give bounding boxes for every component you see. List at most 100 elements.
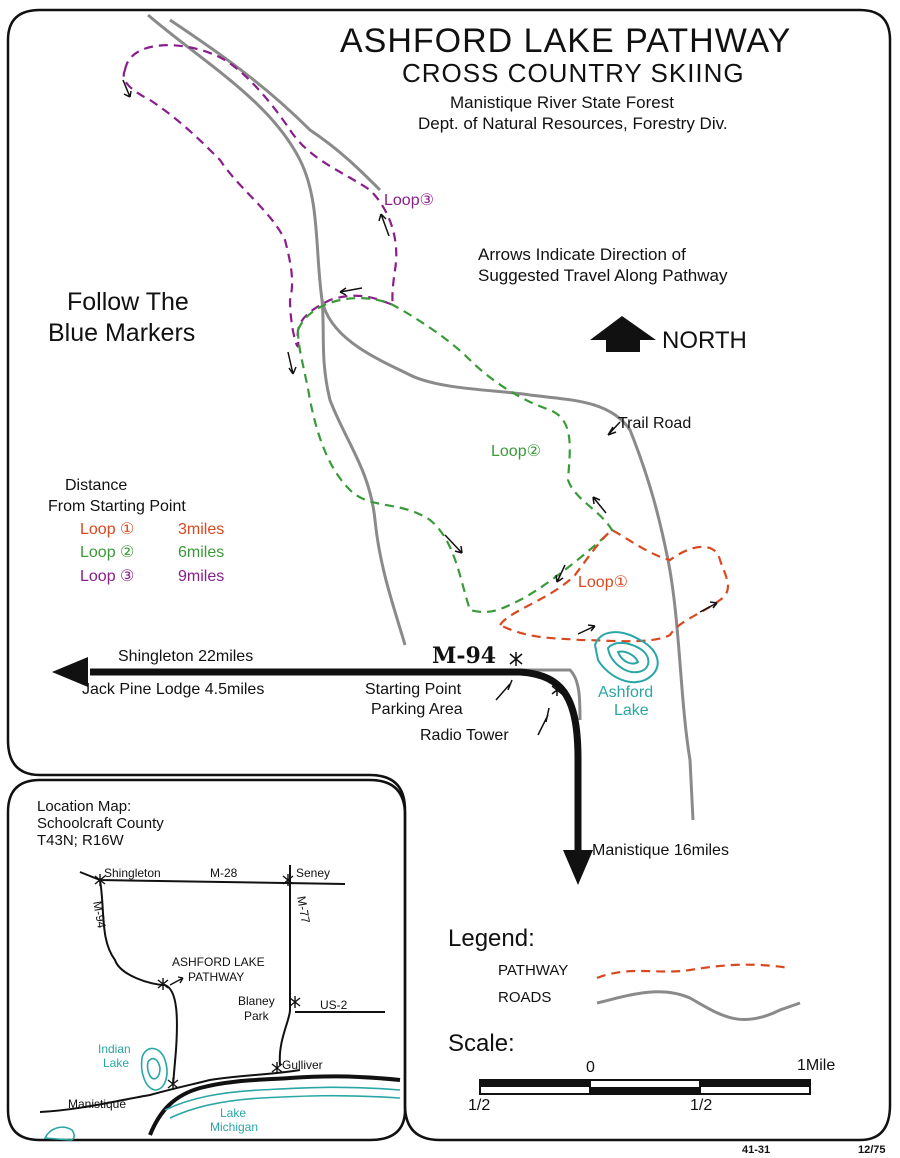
inset-lake-michigan-line1: Lake — [220, 1106, 247, 1120]
loop1-path — [498, 528, 730, 643]
distance-loop1-name: Loop ① — [80, 521, 135, 538]
forest-name: Manistique River State Forest — [450, 93, 674, 112]
arrows-note-line1: Arrows Indicate Direction of — [478, 245, 686, 264]
inset-small-lake — [43, 1126, 75, 1141]
road-parking — [520, 668, 582, 721]
direction-arrow — [122, 79, 132, 98]
map-star-markers — [495, 652, 563, 736]
direction-arrow — [577, 624, 596, 635]
inset-title-line2: Schoolcraft County — [37, 815, 164, 832]
direction-arrow — [339, 287, 363, 296]
radio-tower-star — [551, 684, 563, 696]
inset-title-line1: Location Map: — [37, 798, 132, 815]
jack-pine-direction: Jack Pine Lodge 4.5miles — [82, 681, 265, 698]
distance-loop3-name: Loop ③ — [80, 568, 135, 585]
trail-road-label: Trail Road — [618, 415, 692, 432]
north-label: NORTH — [662, 327, 747, 354]
inset-blaney-line2: Park — [244, 1009, 269, 1023]
west-arrow-head — [52, 657, 88, 687]
inset-shingleton: Shingleton — [104, 866, 161, 880]
inset-map-frame — [6, 778, 407, 1142]
inset-m94 — [99, 879, 178, 1086]
legend-pathway-label: PATHWAY — [498, 962, 569, 979]
manistique-direction: Manistique 16miles — [592, 842, 729, 859]
radio-tower-label: Radio Tower — [420, 727, 509, 744]
distance-heading-line1: Distance — [65, 477, 128, 494]
direction-arrow — [555, 564, 566, 583]
parking-area-label: Parking Area — [371, 701, 463, 718]
inset-pathway-line1: ASHFORD LAKE — [172, 955, 265, 969]
follow-markers-line2: Blue Markers — [48, 319, 196, 347]
direction-arrows — [122, 79, 718, 635]
loop3-label: Loop③ — [384, 192, 434, 209]
road-spur — [169, 18, 382, 192]
inset-us2-label: US-2 — [320, 998, 348, 1012]
dept-name: Dept. of Natural Resources, Forestry Div… — [418, 114, 728, 133]
loop2-label: Loop② — [491, 443, 541, 460]
inset-gulliver: Gulliver — [282, 1058, 323, 1072]
scale-one-mile: 1Mile — [797, 1057, 836, 1074]
starting-point-label: Starting Point — [365, 681, 462, 698]
distance-loop1-miles: 3miles — [178, 521, 225, 538]
scale-bar — [479, 1079, 811, 1095]
legend-roads-label: ROADS — [498, 989, 552, 1006]
inset-blaney-line1: Blaney — [238, 994, 275, 1008]
m94-highway — [52, 657, 593, 885]
inset-water — [43, 1047, 401, 1141]
north-arrow-icon — [590, 316, 656, 352]
roads — [147, 13, 801, 1022]
pointer — [537, 707, 550, 736]
follow-markers-line1: Follow The — [67, 288, 189, 316]
map-subtitle: CROSS COUNTRY SKIING — [402, 58, 745, 88]
distance-loop2-name: Loop ② — [80, 544, 135, 561]
ashford-lake-shape — [593, 631, 659, 683]
direction-arrow — [444, 534, 463, 554]
inset-indian-lake-line2: Lake — [103, 1056, 130, 1070]
inset-title-line3: T43N; R16W — [37, 832, 124, 849]
inset-shoreline — [148, 1074, 401, 1136]
pointer — [495, 679, 513, 701]
starting-point-star — [509, 652, 523, 666]
main-map-frame — [6, 8, 892, 1142]
arrows-note-line2: Suggested Travel Along Pathway — [478, 266, 728, 285]
inset-lake-michigan-line2: Michigan — [210, 1120, 259, 1134]
ashford-lake-label-line1: Ashford — [598, 684, 654, 701]
ashford-lake-label-line2: Lake — [614, 702, 649, 719]
legend-pathway-line — [596, 963, 791, 980]
distance-heading-line2: From Starting Point — [48, 498, 186, 515]
map-date: 12/75 — [858, 1144, 886, 1156]
inset-manistique: Manistique — [68, 1097, 127, 1111]
inset-seney: Seney — [296, 866, 331, 880]
loop1-label: Loop① — [578, 574, 628, 591]
highway-m94-label: M-94 — [432, 643, 497, 669]
scale-zero: 0 — [586, 1059, 595, 1076]
south-arrow-head — [563, 850, 593, 885]
direction-arrow — [592, 496, 607, 514]
road-middle — [320, 299, 695, 821]
shingleton-direction: Shingleton 22miles — [118, 648, 254, 665]
loop2-path — [296, 297, 614, 614]
inset-pathway-line2: PATHWAY — [188, 970, 245, 984]
lake-michigan-shore — [164, 1086, 401, 1111]
distance-loop2-miles: 6miles — [178, 544, 225, 561]
loop3-path — [122, 44, 398, 348]
scale-heading: Scale: — [448, 1030, 515, 1057]
indian-lake-shape — [140, 1047, 168, 1091]
inset-m77 — [278, 865, 291, 1066]
scale-half-left: 1/2 — [468, 1097, 491, 1114]
map-title: ASHFORD LAKE PATHWAY — [340, 22, 792, 60]
scale-half-mid: 1/2 — [690, 1097, 713, 1114]
legend-heading: Legend: — [448, 925, 535, 952]
direction-arrow — [287, 351, 297, 375]
direction-arrow — [607, 421, 621, 436]
distance-loop3-miles: 9miles — [178, 568, 225, 585]
direction-arrow — [699, 601, 718, 613]
direction-arrow — [378, 213, 390, 237]
map-code: 41-31 — [742, 1144, 771, 1156]
inset-indian-lake-line1: Indian — [98, 1042, 131, 1056]
inset-stars — [94, 874, 301, 1090]
legend-road-line — [596, 990, 801, 1022]
inset-m28: M-28 — [210, 866, 238, 880]
road-west — [147, 13, 407, 646]
